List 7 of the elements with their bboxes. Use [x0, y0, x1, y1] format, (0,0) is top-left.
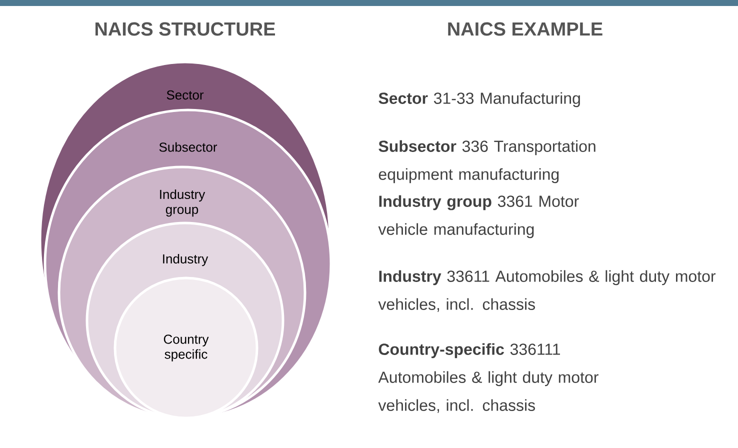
- example-text: Subsector 336 Transportation equipment manufacturing: [378, 140, 596, 184]
- column-heading: NAICS STRUCTURE: [96, 22, 275, 36]
- example-text: Country-specific 336111 Automobiles & light duty motor vehicles, incl. chassis: [378, 343, 598, 413]
- example-text: Industry group 3361 Motor vehicle manufacturing: [378, 195, 579, 238]
- column-heading: NAICS EXAMPLE: [448, 22, 602, 36]
- example-text: Sector 31-33 Manufacturing: [378, 92, 580, 108]
- example-text: Industry 33611 Automobiles & light duty motor vehicles, incl. chassis: [378, 270, 716, 312]
